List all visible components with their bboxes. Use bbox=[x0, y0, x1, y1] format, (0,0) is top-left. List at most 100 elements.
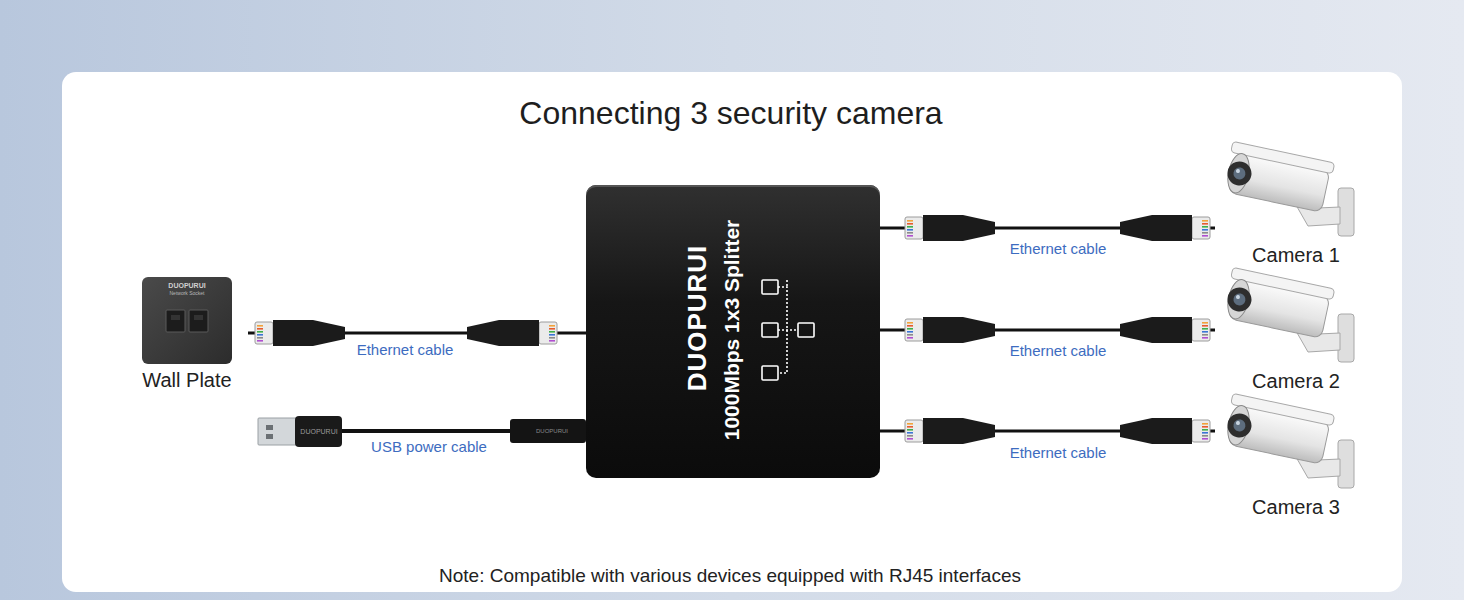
plug-wire bbox=[907, 325, 913, 327]
cable-label: USB power cable bbox=[371, 439, 487, 454]
plug-wire bbox=[907, 226, 913, 228]
plug-wire bbox=[1202, 334, 1208, 336]
wall-plate: DUOPURUINetwork SocketWall Plate bbox=[128, 270, 248, 392]
splitter-label: 1000Mbps 1x3 Splitter bbox=[721, 220, 742, 441]
wall-plate-face bbox=[142, 277, 232, 364]
plug-wire bbox=[549, 337, 555, 339]
plug-wire bbox=[907, 334, 913, 336]
plug-tip bbox=[539, 322, 557, 344]
rj45-plug bbox=[467, 320, 557, 346]
brand-text: DUOPURUI bbox=[536, 428, 568, 434]
camera-node: Camera 1 bbox=[1215, 145, 1375, 270]
plug-wire bbox=[1202, 337, 1208, 339]
camera-illustration bbox=[1222, 267, 1354, 362]
splitter-label: DUOPURUI bbox=[684, 245, 710, 392]
rj45-plug bbox=[905, 317, 995, 343]
icon-box bbox=[798, 323, 814, 337]
splitter-box: DUOPURUI 1000Mbps 1x3 Splitter bbox=[586, 185, 880, 478]
usb-a-hole bbox=[266, 434, 273, 439]
rj45-plug bbox=[1120, 317, 1210, 343]
plug-boot bbox=[273, 320, 345, 346]
plug-wire bbox=[907, 220, 913, 222]
plug-wire bbox=[549, 325, 555, 327]
rj45-plug bbox=[905, 215, 995, 241]
camera-illustration bbox=[1222, 141, 1354, 236]
brand-text: DUOPURUI bbox=[300, 428, 337, 435]
cable-label: Ethernet cable bbox=[1010, 445, 1107, 460]
plug-tip bbox=[255, 322, 273, 344]
plug-tip bbox=[1192, 217, 1210, 239]
icon-box bbox=[762, 323, 778, 337]
node-label: Camera 3 bbox=[1252, 497, 1340, 517]
plug-wire bbox=[1202, 220, 1208, 222]
plug-boot bbox=[1120, 317, 1192, 343]
plug-wire bbox=[1202, 438, 1208, 440]
plug-wire bbox=[549, 340, 555, 342]
plug-wire bbox=[257, 334, 263, 336]
diagram-title: Connecting 3 security camera bbox=[519, 97, 942, 129]
brand-text: DUOPURUI bbox=[168, 282, 205, 289]
plug-wire bbox=[257, 340, 263, 342]
network-icon bbox=[762, 280, 814, 380]
plug-wire bbox=[1202, 426, 1208, 428]
plug-wire bbox=[907, 423, 913, 425]
plug-wire bbox=[257, 337, 263, 339]
icon-box bbox=[762, 366, 778, 380]
plug-wire bbox=[907, 331, 913, 333]
plug-wire bbox=[907, 328, 913, 330]
plug-wire bbox=[1202, 232, 1208, 234]
rj45-plug bbox=[905, 418, 995, 444]
plug-boot bbox=[923, 317, 995, 343]
plug-wire bbox=[257, 331, 263, 333]
plug-wire bbox=[257, 328, 263, 330]
plug-wire bbox=[549, 328, 555, 330]
plug-wire bbox=[1202, 331, 1208, 333]
plug-wire bbox=[907, 235, 913, 237]
plug-boot bbox=[1120, 215, 1192, 241]
plug-boot bbox=[923, 215, 995, 241]
rj45-plug bbox=[1120, 418, 1210, 444]
cable-label: Ethernet cable bbox=[1010, 343, 1107, 358]
plug-wire bbox=[907, 322, 913, 324]
node-label: Camera 2 bbox=[1252, 371, 1340, 391]
plug-wire bbox=[1202, 429, 1208, 431]
plug-wire bbox=[907, 229, 913, 231]
plug-wire bbox=[907, 435, 913, 437]
icon-box bbox=[762, 280, 778, 294]
rj45-plug bbox=[255, 320, 345, 346]
usb-a-hole bbox=[266, 425, 273, 430]
plug-wire bbox=[1202, 226, 1208, 228]
plug-wire bbox=[549, 334, 555, 336]
socket-notch bbox=[194, 315, 203, 320]
plug-wire bbox=[907, 429, 913, 431]
icon-lines bbox=[778, 280, 798, 373]
plug-wire bbox=[907, 426, 913, 428]
plug-tip bbox=[1192, 319, 1210, 341]
wall-socket bbox=[189, 310, 208, 332]
node-label: Camera 1 bbox=[1252, 245, 1340, 265]
plug-tip bbox=[1192, 420, 1210, 442]
camera-node: Camera 3 bbox=[1215, 397, 1375, 522]
cable-label: Ethernet cable bbox=[357, 342, 454, 357]
usb-cable bbox=[340, 429, 514, 433]
note-caption: Note: Compatible with various devices eq… bbox=[439, 566, 1021, 585]
usb-a-body bbox=[295, 416, 342, 447]
plug-wire bbox=[257, 325, 263, 327]
plug-wire bbox=[907, 432, 913, 434]
plug-boot bbox=[467, 320, 539, 346]
plug-wire bbox=[1202, 322, 1208, 324]
node-label: Network Socket bbox=[169, 291, 204, 296]
camera-illustration bbox=[1222, 393, 1354, 488]
plug-boot bbox=[923, 418, 995, 444]
plug-wire bbox=[549, 331, 555, 333]
rj45-plug bbox=[1120, 215, 1210, 241]
plug-wire bbox=[907, 438, 913, 440]
plug-tip bbox=[905, 420, 923, 442]
plug-tip bbox=[905, 217, 923, 239]
plug-wire bbox=[907, 223, 913, 225]
plug-boot bbox=[1120, 418, 1192, 444]
wall-socket bbox=[166, 310, 185, 332]
